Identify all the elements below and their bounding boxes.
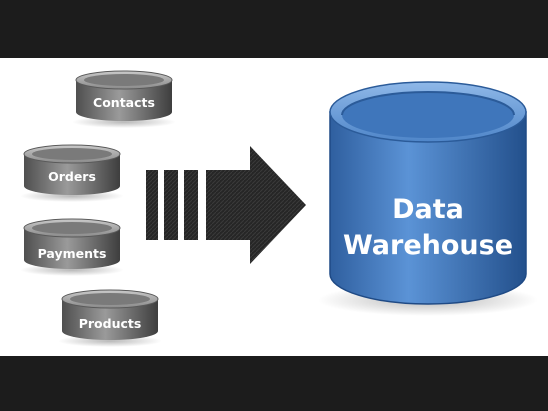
source-cylinder-orders: Orders bbox=[20, 144, 124, 202]
warehouse-label-line1: Data bbox=[392, 194, 464, 225]
warehouse-label-line2: Warehouse bbox=[343, 230, 513, 261]
source-label: Products bbox=[79, 316, 142, 331]
bottom-band bbox=[0, 356, 548, 411]
source-cylinder-payments: Payments bbox=[20, 218, 124, 276]
database-cylinder-icon bbox=[20, 144, 124, 202]
source-label: Contacts bbox=[93, 95, 155, 110]
database-cylinder-icon bbox=[72, 70, 176, 128]
database-cylinder-icon bbox=[20, 218, 124, 276]
source-label: Payments bbox=[38, 246, 107, 261]
database-cylinder-icon bbox=[58, 289, 162, 347]
top-band bbox=[0, 0, 548, 58]
database-cylinder-icon bbox=[318, 81, 538, 316]
source-label: Orders bbox=[48, 169, 96, 184]
arrow-right-icon bbox=[146, 146, 306, 264]
source-cylinder-products: Products bbox=[58, 289, 162, 347]
source-cylinder-contacts: Contacts bbox=[72, 70, 176, 128]
data-warehouse-cylinder: Data Warehouse bbox=[318, 81, 538, 316]
